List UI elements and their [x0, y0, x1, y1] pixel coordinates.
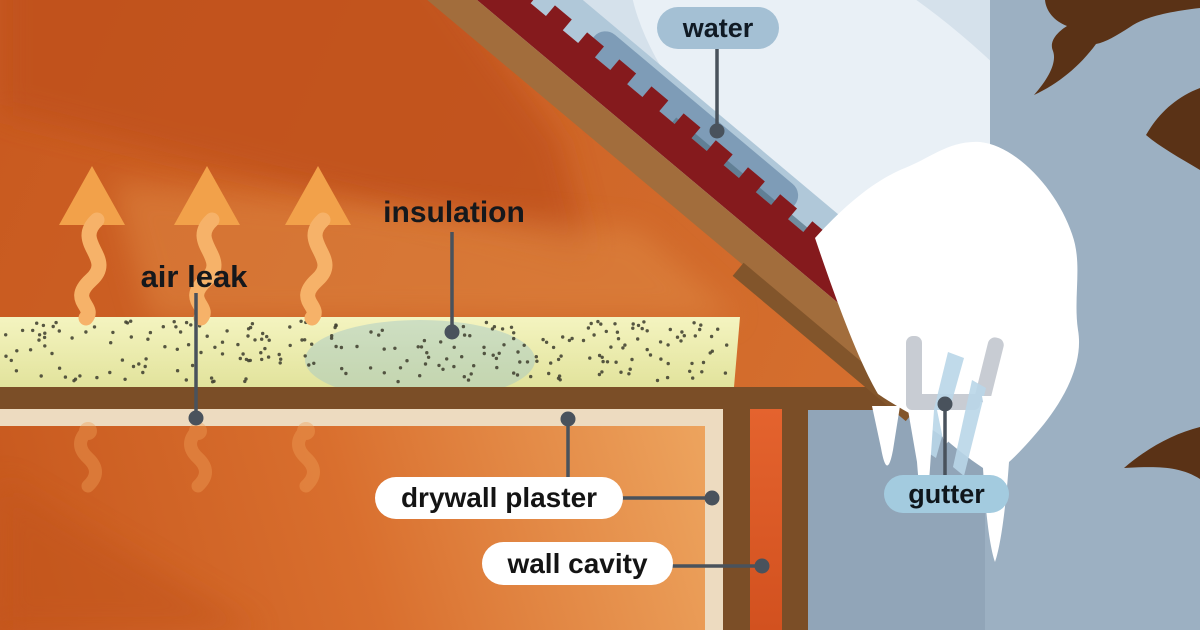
ceiling-drywall-band	[0, 409, 723, 426]
dot-gutter	[937, 396, 953, 412]
label-air-leak: air leak	[140, 258, 248, 294]
dot-wall-cavity	[754, 558, 770, 574]
wall-cavity-strip	[750, 409, 782, 630]
branch-right	[1146, 88, 1200, 170]
dot-drywall-top	[560, 411, 576, 427]
dot-drywall-side	[704, 490, 720, 506]
wall-stud-strip	[723, 409, 750, 630]
ghost-heat-arrows	[74, 422, 320, 493]
heat-arrows	[59, 166, 351, 326]
branch-twig	[1124, 427, 1200, 479]
leader-lines	[194, 48, 947, 568]
label-wall-cavity: wall cavity	[482, 542, 673, 585]
insulation-layer	[0, 317, 740, 400]
label-gutter: gutter	[884, 475, 1009, 513]
heat-arrow-tail	[189, 212, 222, 326]
heat-arrow-head	[285, 166, 351, 225]
wall-drywall-strip	[705, 409, 723, 630]
dot-water	[709, 123, 725, 139]
heat-arrow-tail	[74, 212, 107, 326]
tree-branches	[1034, 0, 1200, 479]
snow-mound	[815, 141, 1080, 562]
leader-dots	[188, 123, 953, 574]
room-shading-dark	[0, 480, 260, 630]
roof-water-streak	[590, 31, 799, 211]
heat-arrow-head	[174, 166, 240, 225]
roof-deck-board	[311, 0, 936, 410]
branch-top	[1034, 0, 1200, 95]
gable-trim	[732, 262, 917, 422]
insulation-speckles	[3, 319, 729, 384]
wall-sheathing-strip	[782, 409, 808, 630]
ceiling-joist-band	[0, 387, 910, 410]
label-insulation: insulation	[383, 196, 525, 229]
label-drywall-plaster: drywall plaster	[375, 477, 623, 519]
heat-arrow-head	[59, 166, 125, 225]
attic-shading-dark	[0, 0, 590, 255]
attic-shading-light	[112, 182, 737, 320]
dot-air-leak	[188, 410, 204, 426]
heat-arrow-tail	[300, 212, 333, 326]
label-water: water	[657, 7, 779, 49]
dot-insulation	[444, 324, 460, 340]
